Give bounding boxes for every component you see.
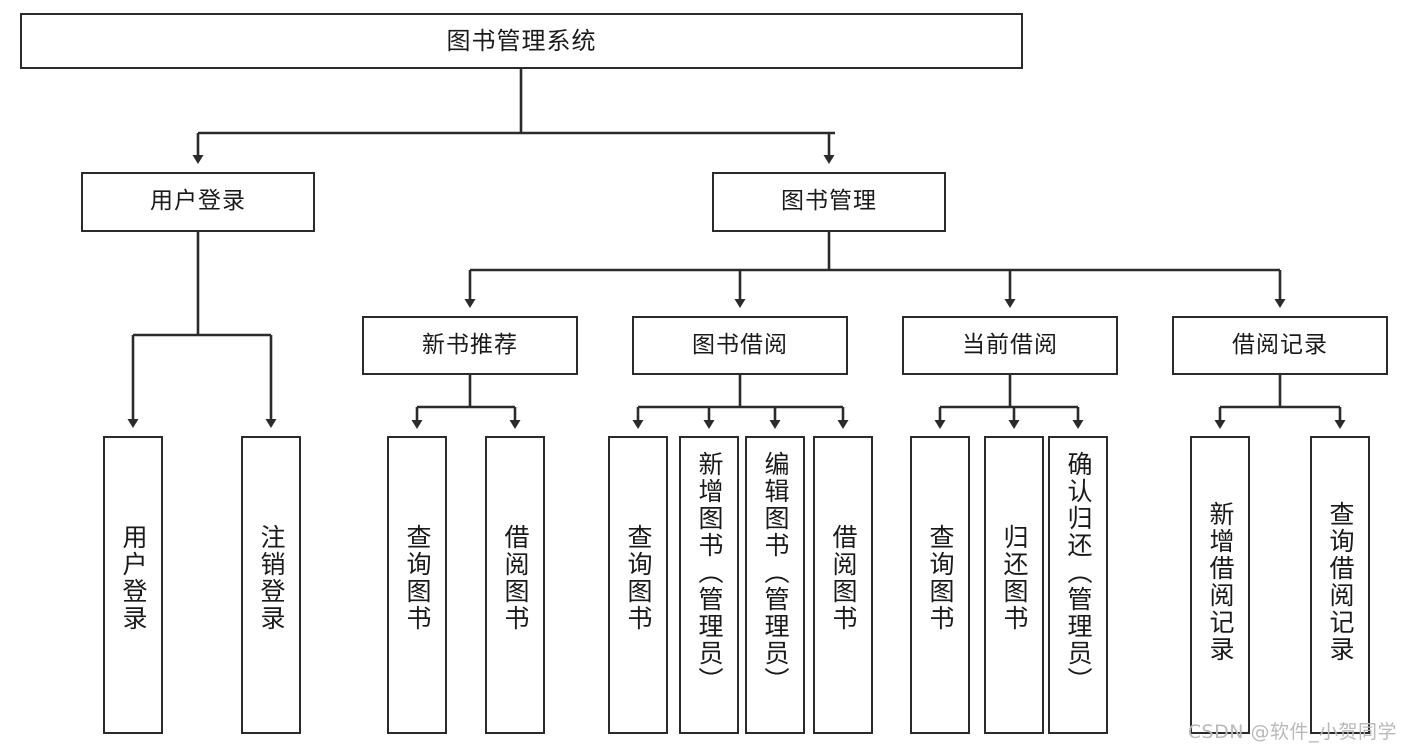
leaf-confirm-return-admin-label: 确认归还（管理员） xyxy=(1064,451,1093,694)
leaf-return-book[interactable]: 归还图书 xyxy=(984,436,1044,734)
leaf-add-book-admin-label: 新增图书（管理员） xyxy=(695,451,724,694)
leaf-query-book-recommend[interactable]: 查询图书 xyxy=(387,436,447,734)
leaf-user-login-label: 用户登录 xyxy=(119,524,148,632)
leaf-query-borrow-record-label: 查询借阅记录 xyxy=(1326,501,1355,663)
leaf-edit-book-admin-label: 编辑图书（管理员） xyxy=(761,451,790,694)
leaf-return-book-label: 归还图书 xyxy=(1000,524,1029,632)
leaf-borrow-book-recommend[interactable]: 借阅图书 xyxy=(485,436,545,734)
leaf-confirm-return-admin[interactable]: 确认归还（管理员） xyxy=(1048,436,1108,734)
leaf-logout-label: 注销登录 xyxy=(257,524,286,632)
node-book-management-label: 图书管理 xyxy=(781,188,877,215)
node-book-borrow-label: 图书借阅 xyxy=(692,331,788,358)
node-new-book-recommend-label: 新书推荐 xyxy=(422,331,518,358)
node-user-login-label: 用户登录 xyxy=(150,188,246,215)
node-borrow-record[interactable]: 借阅记录 xyxy=(1172,316,1388,375)
node-current-borrow-label: 当前借阅 xyxy=(962,331,1058,358)
node-borrow-record-label: 借阅记录 xyxy=(1232,331,1328,358)
node-root[interactable]: 图书管理系统 xyxy=(20,13,1023,69)
node-book-management[interactable]: 图书管理 xyxy=(712,172,946,232)
leaf-query-book-label: 查询图书 xyxy=(624,524,653,632)
watermark: CSDN @软件_小贺同学 xyxy=(1187,721,1397,743)
leaf-borrow-book-recommend-label: 借阅图书 xyxy=(501,524,530,632)
leaf-query-book[interactable]: 查询图书 xyxy=(608,436,668,734)
leaf-add-borrow-record-label: 新增借阅记录 xyxy=(1206,501,1235,663)
node-new-book-recommend[interactable]: 新书推荐 xyxy=(362,316,578,375)
leaf-logout[interactable]: 注销登录 xyxy=(241,436,301,734)
leaf-query-borrow-record[interactable]: 查询借阅记录 xyxy=(1310,436,1370,734)
leaf-query-book-current[interactable]: 查询图书 xyxy=(910,436,970,734)
leaf-borrow-book[interactable]: 借阅图书 xyxy=(813,436,873,734)
leaf-add-book-admin[interactable]: 新增图书（管理员） xyxy=(679,436,739,734)
node-current-borrow[interactable]: 当前借阅 xyxy=(902,316,1118,375)
leaf-query-book-recommend-label: 查询图书 xyxy=(403,524,432,632)
leaf-edit-book-admin[interactable]: 编辑图书（管理员） xyxy=(745,436,805,734)
node-root-label: 图书管理系统 xyxy=(446,26,597,55)
leaf-user-login[interactable]: 用户登录 xyxy=(103,436,163,734)
leaf-query-book-current-label: 查询图书 xyxy=(926,524,955,632)
node-book-borrow[interactable]: 图书借阅 xyxy=(632,316,848,375)
leaf-borrow-book-label: 借阅图书 xyxy=(829,524,858,632)
leaf-add-borrow-record[interactable]: 新增借阅记录 xyxy=(1190,436,1250,734)
node-user-login[interactable]: 用户登录 xyxy=(81,172,315,232)
